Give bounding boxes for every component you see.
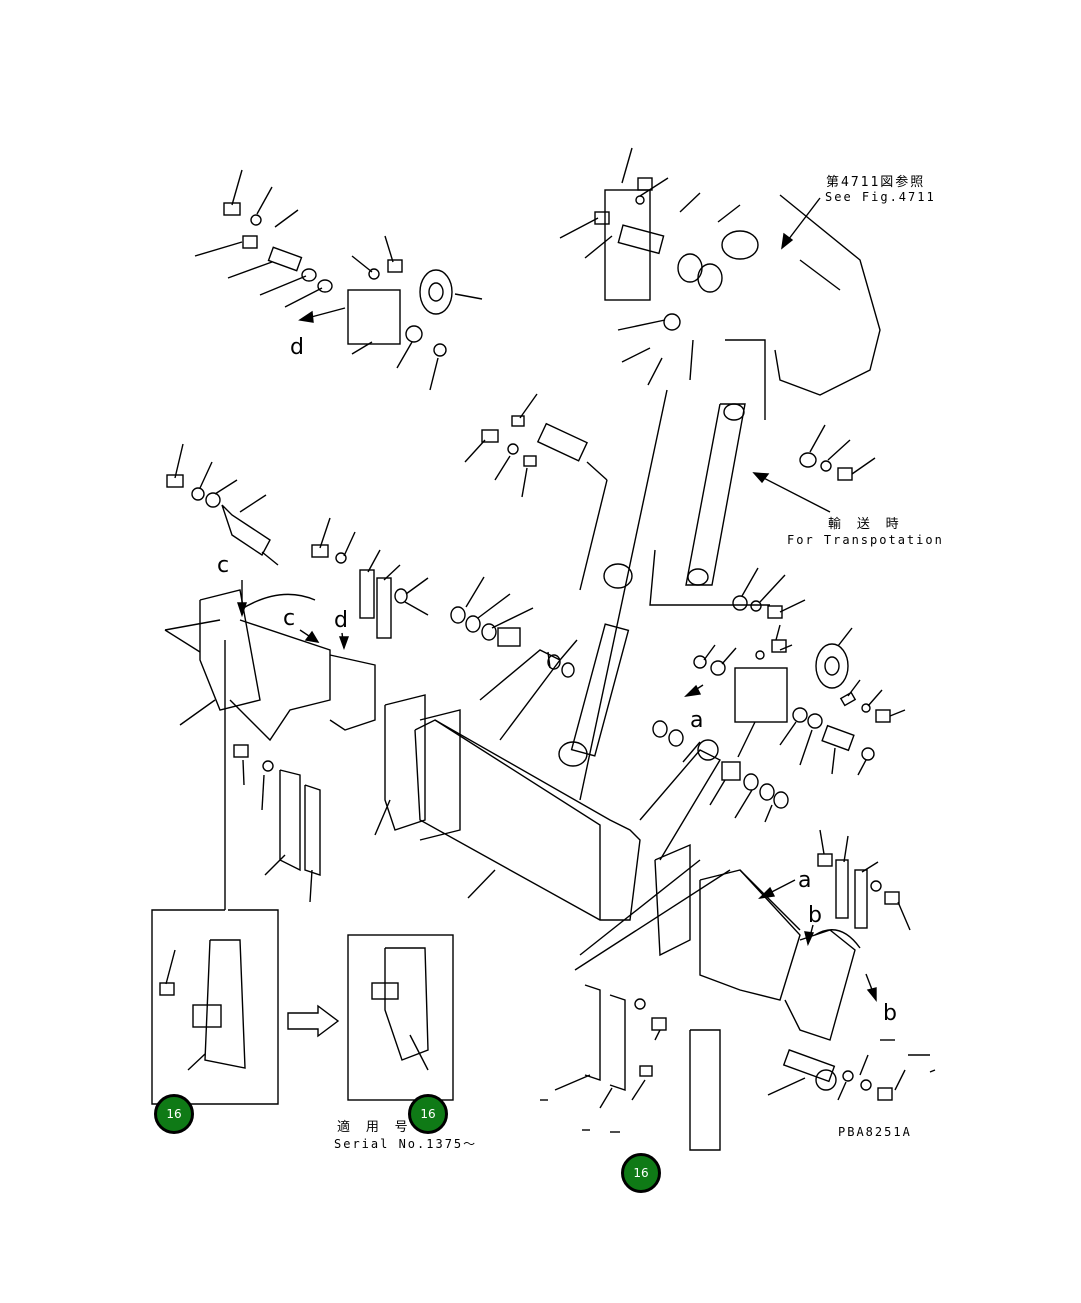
callout-a-lower: a <box>798 868 812 893</box>
see-fig-label-en: See Fig.4711 <box>825 190 936 204</box>
left-frame <box>164 443 461 910</box>
callout-d-mid: d <box>334 608 348 633</box>
callout-a-right: a <box>690 708 704 733</box>
serial-label-en: Serial No.1375～ <box>334 1137 478 1151</box>
right-frame <box>540 624 936 1151</box>
inset-boxes <box>151 909 454 1105</box>
transport-label-en: For Transpotation <box>787 533 944 547</box>
callout-c-mid: c <box>283 606 296 631</box>
callout-b-right: b <box>808 903 822 928</box>
reference-badge-right[interactable]: 16 <box>621 1153 661 1193</box>
drawing-number: PBA8251A <box>838 1125 912 1139</box>
transport-link <box>649 339 876 619</box>
callout-d-top: d <box>290 335 304 360</box>
top-left-bracket-assembly <box>194 169 483 391</box>
callout-b-lower: b <box>883 1001 897 1026</box>
blade-and-cylinder <box>414 389 721 921</box>
top-right-linkage <box>559 147 881 396</box>
reference-badge-middle[interactable]: 16 <box>408 1094 448 1134</box>
see-fig-label-jp: 第4711図参照 <box>826 175 926 190</box>
callout-c-left: c <box>217 553 230 578</box>
transport-label-jp: 輸 送 時 <box>828 517 903 532</box>
reference-badge-left[interactable]: 16 <box>154 1094 194 1134</box>
